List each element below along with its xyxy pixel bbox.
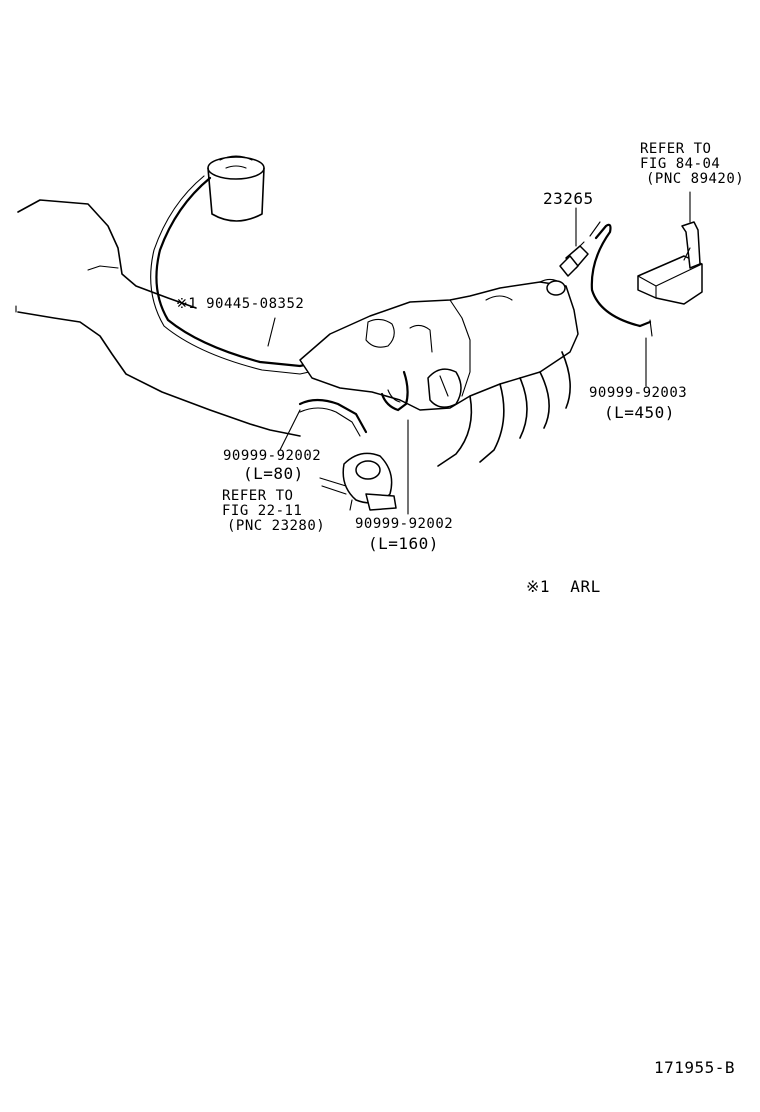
hose-160 [380,370,409,412]
part-92002-left-label: 90999-92002 [223,448,322,464]
refer-top-line1: REFER TO [640,141,712,157]
refer-top-line3: (PNC 89420) [646,171,745,187]
part-92003-label: 90999-92003 [589,385,688,401]
frame-outline [15,199,301,437]
bracket-vsv [637,221,703,305]
length-450-label: (L=450) [604,403,675,422]
length-160-label: (L=160) [368,534,439,553]
canister [207,155,265,222]
leader-lines [267,191,691,515]
vacuum-line-long [150,175,432,375]
hose-450 [589,221,653,337]
valve-23280 [319,452,397,511]
refer-top-line2: FIG 84-04 [640,156,721,172]
part-92002-mid-label: 90999-92002 [355,516,454,532]
hose-80 [298,398,368,437]
part-23265-label: 23265 [543,189,594,208]
engine-assembly [299,278,579,467]
refer-bottom-line2: FIG 22-11 [222,503,303,519]
refer-bottom-line3: (PNC 23280) [227,518,326,534]
figure-id-label: 171955-B [654,1058,736,1077]
note-1-label: ※1 ARL [526,577,601,596]
part-90445-label: ※1 90445-08352 [176,296,305,312]
sensor-23265 [559,241,589,277]
length-80-label: (L=80) [243,464,304,483]
refer-bottom-line1: REFER TO [222,488,294,504]
